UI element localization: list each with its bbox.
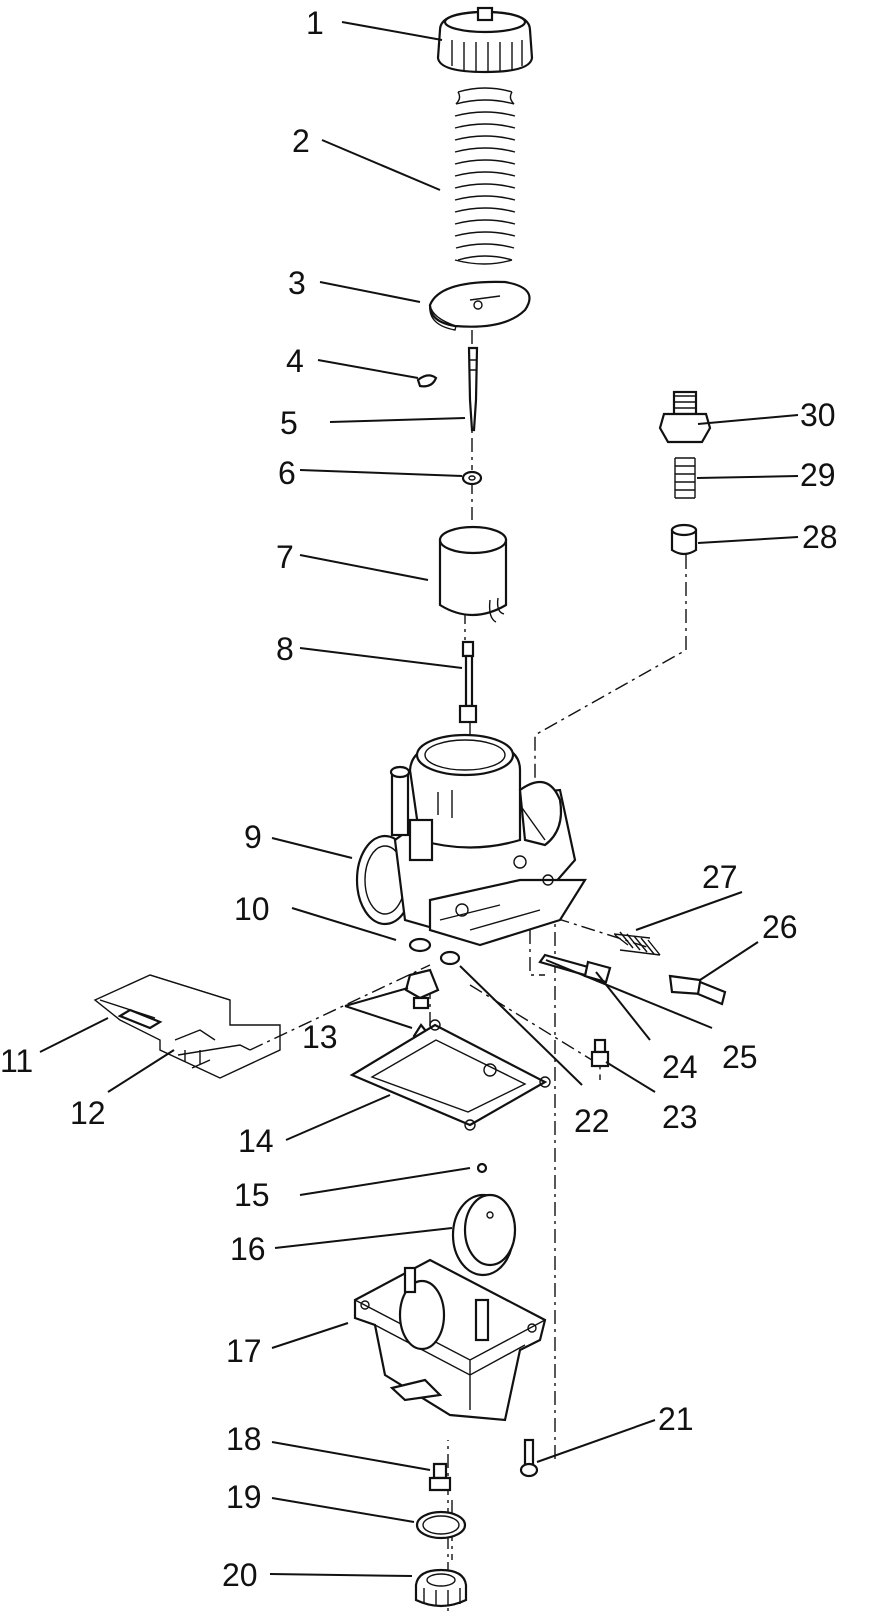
- part-19-o-ring: [415, 1510, 467, 1540]
- part-22-washer: [439, 950, 461, 966]
- label-18: 18: [226, 1421, 262, 1457]
- part-26-idle-screw: [668, 974, 727, 1006]
- label-24: 24: [662, 1049, 698, 1085]
- part-5-jet-needle: [467, 346, 479, 432]
- part-1-top-cap: [436, 6, 534, 74]
- part-24-pilot-screw: [538, 953, 612, 984]
- part-29-starter-spring: [674, 457, 696, 499]
- label-29: 29: [800, 457, 836, 493]
- label-15: 15: [234, 1177, 270, 1213]
- part-14-float-bowl-gasket: [349, 1019, 551, 1131]
- part-18-main-jet: [428, 1462, 452, 1492]
- label-8: 8: [276, 631, 294, 667]
- part-8-needle-jet: [458, 640, 478, 724]
- part-30-starter-nut: [658, 390, 712, 444]
- part-16-float: [451, 1193, 517, 1277]
- label-21: 21: [658, 1401, 694, 1437]
- label-27: 27: [702, 859, 738, 895]
- label-25: 25: [722, 1039, 758, 1075]
- label-6: 6: [278, 455, 296, 491]
- part-11-12-gasket-assembly: [93, 974, 281, 1079]
- label-1: 1: [306, 5, 324, 41]
- label-14: 14: [238, 1123, 274, 1159]
- part-4-needle-clip: [416, 374, 438, 388]
- label-13: 13: [302, 1019, 338, 1055]
- label-10: 10: [234, 891, 270, 927]
- label-2: 2: [292, 123, 310, 159]
- label-30: 30: [800, 397, 836, 433]
- part-21-bowl-screw: [519, 1438, 539, 1478]
- part-27-idle-spring: [613, 931, 661, 956]
- label-22: 22: [574, 1103, 610, 1139]
- part-9-carburetor-body: [355, 733, 587, 947]
- part-15-float-pin: [476, 1162, 488, 1174]
- part-6-washer: [461, 470, 483, 486]
- label-26: 26: [762, 909, 798, 945]
- label-7: 7: [276, 539, 294, 575]
- label-11: 11: [0, 1043, 33, 1079]
- part-labels: 1 2 3 4 5 6 7 8 9 10 11 12 13 14 15 16 1…: [0, 5, 838, 1593]
- label-12: 12: [70, 1095, 106, 1131]
- part-28-starter-plunger: [670, 523, 698, 556]
- label-9: 9: [244, 819, 262, 855]
- label-5: 5: [280, 405, 298, 441]
- label-28: 28: [802, 519, 838, 555]
- leader-lines: [39, 21, 799, 1577]
- part-7-throttle-valve: [438, 525, 508, 623]
- label-19: 19: [226, 1479, 262, 1515]
- part-3-retainer-plate: [428, 280, 531, 331]
- part-20-drain-plug: [414, 1568, 468, 1608]
- part-10-washer: [408, 937, 432, 953]
- label-17: 17: [226, 1333, 262, 1369]
- label-3: 3: [288, 265, 306, 301]
- label-23: 23: [662, 1099, 698, 1135]
- part-17-float-bowl: [353, 1258, 547, 1422]
- label-16: 16: [230, 1231, 266, 1267]
- part-2-throttle-spring: [454, 87, 516, 265]
- label-4: 4: [286, 343, 304, 379]
- label-20: 20: [222, 1557, 258, 1593]
- part-23-pilot-jet: [590, 1038, 610, 1068]
